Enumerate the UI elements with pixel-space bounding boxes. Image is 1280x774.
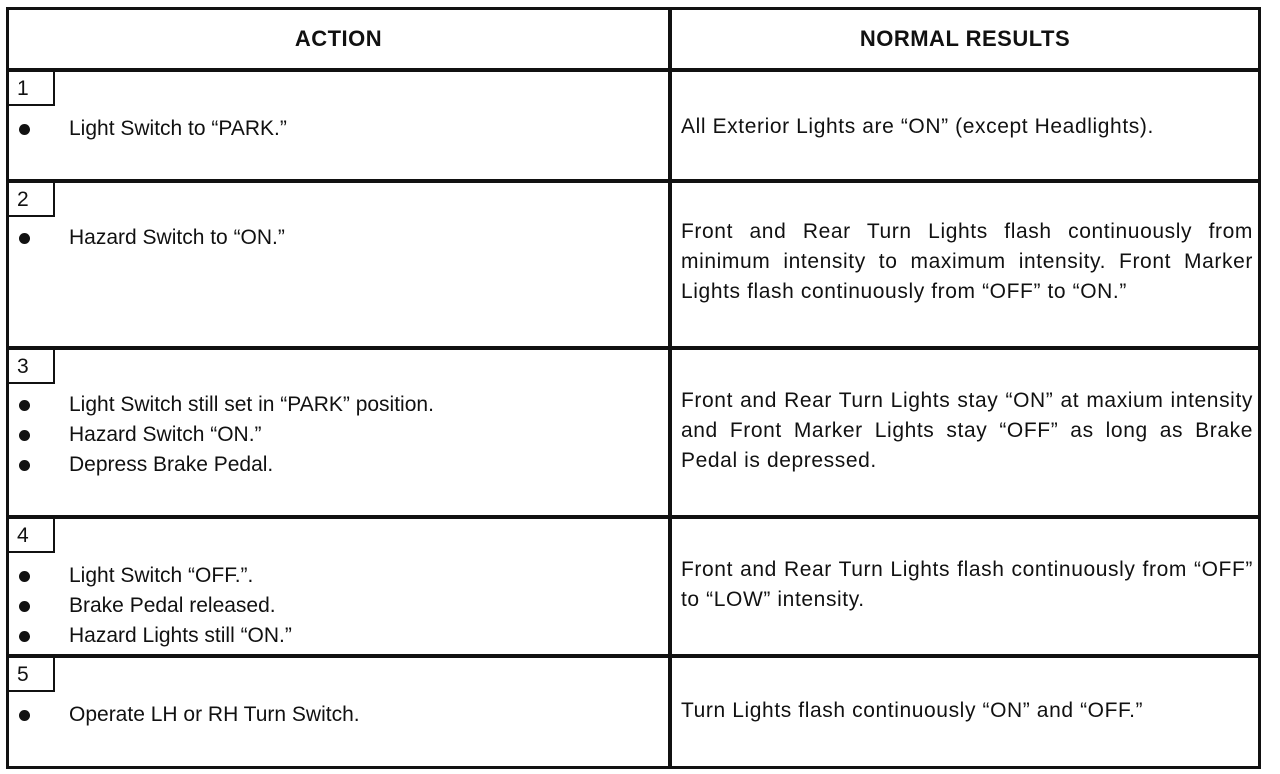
action-text: Brake Pedal released. — [69, 594, 276, 617]
step-number: 2 — [9, 183, 55, 217]
row-divider — [9, 515, 1258, 519]
table-row: 2 Hazard Switch to “ON.” Front and Rear … — [9, 183, 1258, 346]
normal-result: Front and Rear Turn Lights flash continu… — [681, 558, 1253, 611]
bullet-icon — [19, 233, 30, 244]
action-text: Hazard Switch “ON.” — [69, 423, 262, 446]
action-text: Light Switch “OFF.”. — [69, 564, 254, 587]
column-divider — [668, 10, 672, 766]
step-number: 5 — [9, 658, 55, 692]
bullet-icon — [19, 631, 30, 642]
step-number: 4 — [9, 519, 55, 553]
normal-result: All Exterior Lights are “ON” (except Hea… — [681, 115, 1154, 138]
bullet-icon — [19, 460, 30, 471]
row-divider — [9, 179, 1258, 183]
column-header-action: ACTION — [294, 26, 383, 51]
bullet-icon — [19, 710, 30, 721]
table-row: 3 Light Switch still set in “PARK” posit… — [9, 350, 1258, 515]
row-divider — [9, 346, 1258, 350]
procedure-table: ACTION NORMAL RESULTS 1 Light Switch to … — [6, 7, 1261, 769]
action-text: Light Switch still set in “PARK” positio… — [69, 393, 434, 416]
column-header-results: NORMAL RESULTS — [859, 26, 1071, 51]
bullet-icon — [19, 601, 30, 612]
step-number: 3 — [9, 350, 55, 384]
step-number: 1 — [9, 72, 55, 106]
normal-result: Turn Lights flash continuously “ON” and … — [681, 699, 1144, 722]
bullet-icon — [19, 124, 30, 135]
normal-result: Front and Rear Turn Lights flash continu… — [681, 220, 1253, 303]
bullet-icon — [19, 400, 30, 411]
action-text: Hazard Lights still “ON.” — [69, 624, 292, 647]
bullet-icon — [19, 571, 30, 582]
action-text: Hazard Switch to “ON.” — [69, 226, 285, 249]
action-text: Depress Brake Pedal. — [69, 453, 274, 476]
row-divider — [9, 654, 1258, 658]
row-divider — [9, 68, 1258, 72]
table-row: 5 Operate LH or RH Turn Switch. Turn Lig… — [9, 658, 1258, 766]
table-row: 1 Light Switch to “PARK.” All Exterior L… — [9, 72, 1258, 179]
action-text: Light Switch to “PARK.” — [69, 117, 287, 140]
table-row: 4 Light Switch “OFF.”. Brake Pedal relea… — [9, 519, 1258, 654]
bullet-icon — [19, 430, 30, 441]
normal-result: Front and Rear Turn Lights stay “ON” at … — [681, 389, 1253, 472]
action-text: Operate LH or RH Turn Switch. — [69, 703, 360, 726]
